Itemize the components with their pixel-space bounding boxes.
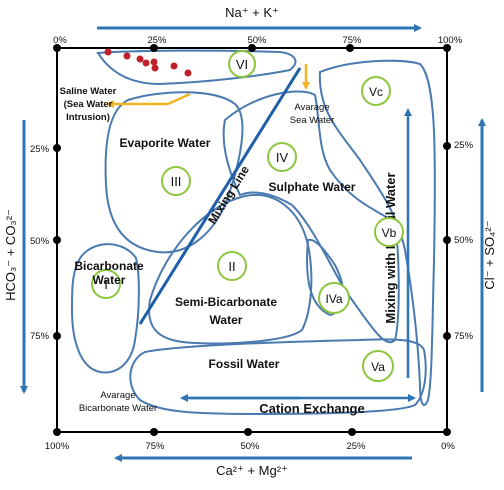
region-Vc-marker	[361, 76, 391, 106]
saline-water-arrow	[167, 92, 191, 106]
saline-water-label-2: (Sea Water	[64, 99, 113, 110]
sample-dot	[184, 69, 192, 77]
region-Vb-marker	[374, 217, 404, 247]
bottom-tick-label: 25%	[346, 441, 366, 452]
region-I-name-line2: Water	[93, 273, 126, 287]
top-tick-label: 50%	[247, 35, 267, 46]
right-axis-label: Cl⁻ + SO₄²⁻	[482, 220, 497, 289]
cation-exchange-label: Cation Exchange	[259, 401, 364, 416]
right-tick-label: 75%	[454, 331, 474, 342]
top-tick-label: 75%	[342, 35, 362, 46]
region-Vc-id: Vc	[369, 85, 383, 99]
region-II-name-line2: Water	[210, 313, 243, 327]
region-II-marker	[217, 251, 247, 281]
region-Va-name: Fossil Water	[209, 357, 280, 371]
region-Vb-id: Vb	[382, 226, 397, 240]
mixing-line-label: Mixing Line	[205, 163, 252, 227]
top-tick-label: 0%	[53, 35, 67, 46]
bottom-tick-label: 75%	[145, 441, 165, 452]
sample-dot	[150, 58, 158, 66]
region-III-marker	[161, 166, 191, 196]
region-IVa-marker	[318, 282, 350, 314]
region-IVa-id: IVa	[325, 292, 342, 306]
tick-dot	[150, 428, 158, 436]
region-II-id: II	[228, 259, 235, 274]
left-axis-label: HCO₃⁻ + CO₃²⁻	[3, 209, 18, 301]
left-tick-label: 50%	[30, 236, 50, 247]
sample-dot	[123, 52, 131, 60]
mixing-fossil-label: Mixing with Fossil Water	[383, 172, 398, 323]
region-Vc-Vb-outline	[318, 59, 436, 406]
tick-dot	[443, 428, 451, 436]
region-IV-outline	[222, 90, 400, 343]
average-sea-water-label-1: Avarage	[294, 102, 329, 113]
right-tick-label: 25%	[454, 140, 474, 151]
region-I-outline	[70, 243, 140, 374]
average-sea-water-label-2: Sea Water	[290, 115, 335, 126]
region-IV-id: IV	[276, 150, 289, 165]
tick-dot	[53, 332, 61, 340]
region-IV-name: Sulphate Water	[269, 180, 356, 194]
tick-dot	[346, 44, 354, 52]
left-tick-label: 25%	[30, 144, 50, 155]
average-bicarbonate-label-2: Bicarbonate Water	[79, 403, 157, 414]
tick-dot	[443, 332, 451, 340]
region-I-name-line1: Bicarbonate	[74, 259, 144, 273]
region-VI-marker	[228, 50, 256, 78]
region-I-id: I	[104, 277, 108, 292]
region-I-marker	[91, 269, 121, 299]
sample-dot	[170, 62, 178, 70]
saline-water-label-3: Intrusion)	[66, 112, 110, 123]
sample-dot	[136, 55, 144, 63]
top-tick-label: 25%	[147, 35, 167, 46]
region-VI-outline	[96, 49, 297, 86]
bottom-axis-label: Ca²⁺ + Mg²⁺	[216, 463, 288, 478]
region-III-id: III	[171, 174, 182, 189]
tick-dot	[53, 428, 61, 436]
saline-water-label-1: Saline Water	[60, 86, 117, 97]
tick-dot	[244, 428, 252, 436]
region-IV-marker	[267, 142, 297, 172]
top-axis-label: Na⁺ + K⁺	[225, 5, 279, 20]
tick-dot	[443, 236, 451, 244]
tick-dot	[443, 142, 451, 150]
left-tick-label: 75%	[30, 331, 50, 342]
bottom-tick-label: 100%	[45, 441, 70, 452]
region-Va-outline	[129, 338, 427, 416]
tick-dot	[443, 44, 451, 52]
region-II-name-line1: Semi-Bicarbonate	[175, 295, 277, 309]
right-tick-label: 50%	[454, 235, 474, 246]
region-Va-marker	[362, 350, 394, 382]
sample-dot	[151, 64, 159, 72]
frame-tick-dots	[53, 44, 451, 436]
bottom-tick-label: 50%	[240, 441, 260, 452]
region-III-name: Evaporite Water	[120, 136, 211, 150]
tick-dot	[348, 428, 356, 436]
sample-dot	[142, 59, 150, 67]
tick-dot	[248, 44, 256, 52]
mixing-line	[138, 67, 302, 325]
sample-dot	[104, 48, 112, 56]
average-bicarbonate-label-1: Avarage	[100, 390, 135, 401]
region-III-outline	[104, 91, 244, 254]
region-VI-id: VI	[236, 57, 248, 72]
tick-dot	[53, 236, 61, 244]
sample-dots	[104, 48, 192, 77]
region-Va-id: Va	[371, 360, 385, 374]
tick-dot	[53, 44, 61, 52]
top-tick-label: 100%	[438, 35, 463, 46]
region-II-outline	[148, 193, 313, 345]
bottom-tick-label: 0%	[441, 441, 455, 452]
tick-dot	[150, 44, 158, 52]
tick-dot	[53, 144, 61, 152]
